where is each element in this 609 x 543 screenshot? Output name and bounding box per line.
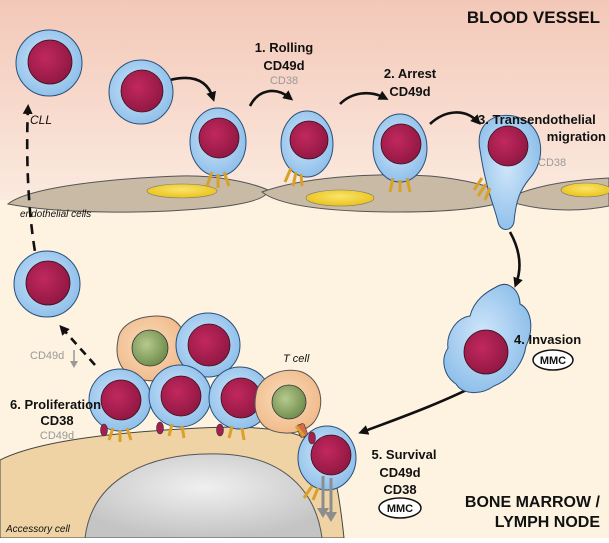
- step-1-molecule: CD49d: [263, 58, 304, 73]
- integrin-receptor: [283, 167, 304, 187]
- cll-cell: [15, 29, 83, 97]
- t-cell: [254, 369, 322, 438]
- label-accessory-cell: Accessory cell: [5, 524, 71, 535]
- accessory-cell-nucleus: [84, 453, 323, 539]
- endothelial-nucleus: [146, 183, 218, 199]
- cll-cell: [108, 59, 174, 125]
- step-3-secondary: CD38: [538, 157, 566, 169]
- step-4-mmc-badge: MMC: [532, 349, 574, 371]
- arrow-rolling-2: [248, 89, 294, 107]
- step-2-title: 2. Arrest: [384, 66, 437, 81]
- integrin-receptor: [472, 177, 492, 201]
- integrin-receptor: [294, 425, 306, 437]
- integrin-receptor: [107, 427, 133, 442]
- cll-cell-proliferating: [88, 368, 152, 442]
- cll-cell-invading: [443, 284, 532, 393]
- cll-cell-proliferating: [148, 364, 212, 439]
- cd38-molecule: [156, 421, 164, 435]
- arrow-invasion: [508, 231, 523, 288]
- cll-cell-rolling: [189, 107, 247, 188]
- step-3-title: 3. Transendothelial: [478, 112, 596, 127]
- mmc-arrows: [317, 476, 337, 522]
- cd38-molecule: [216, 423, 224, 437]
- step-6-secondary: CD49d: [40, 430, 74, 442]
- step-5-molecule-1: CD49d: [379, 465, 420, 480]
- region-label-lymph-node: LYMPH NODE: [495, 514, 601, 531]
- cll-cell-proliferating: [175, 312, 241, 378]
- step-6-molecule: CD38: [40, 413, 73, 428]
- cll-cell-exiting: [13, 250, 81, 318]
- step-4-title: 4. Invasion: [514, 332, 581, 347]
- label-cll: CLL: [30, 113, 52, 127]
- label-t-cell: T cell: [283, 353, 310, 365]
- cd38-molecule: [100, 423, 108, 437]
- endothelial-nucleus: [560, 182, 609, 198]
- cd31-ligand: [296, 423, 308, 438]
- cll-cell-arrest: [372, 113, 428, 193]
- cll-cell-transmigrating: [472, 114, 542, 230]
- arrow-rolling-1: [169, 76, 216, 102]
- label-endothelial-cells: endothelial cells: [20, 209, 91, 220]
- cll-cell-rolling: [280, 110, 334, 187]
- cll-cell-proliferating: [208, 366, 272, 441]
- region-label-blood-vessel: BLOOD VESSEL: [467, 8, 600, 27]
- step-5-mmc-badge: MMC: [378, 497, 422, 519]
- integrin-receptor: [167, 423, 186, 439]
- step-5-badge-text: MMC: [387, 503, 413, 515]
- step-3-title-line2: migration: [547, 129, 606, 144]
- step-4-badge-text: MMC: [540, 355, 566, 367]
- accessory-cell: [0, 426, 345, 539]
- step-5-molecule-2: CD38: [383, 482, 416, 497]
- endothelial-nucleus: [305, 189, 375, 207]
- cd38-molecule: [308, 431, 316, 445]
- integrin-receptor: [205, 171, 231, 188]
- arrow-arrest: [339, 90, 389, 105]
- step-1-secondary: CD38: [270, 75, 298, 87]
- step-5-title: 5. Survival: [371, 447, 436, 462]
- arrow-transmigration: [429, 111, 481, 125]
- down-arrow-icon: [70, 350, 78, 368]
- label-cd49d-down: CD49d: [30, 350, 64, 362]
- step-6-title: 6. Proliferation: [10, 397, 101, 412]
- endothelial-layer: [6, 174, 609, 213]
- step-2-molecule: CD49d: [389, 84, 430, 99]
- region-label-bone-marrow: BONE MARROW /: [465, 494, 601, 511]
- integrin-receptor: [227, 425, 246, 441]
- integrin-receptor: [388, 177, 412, 193]
- step-1-title: 1. Rolling: [255, 40, 314, 55]
- cll-cell-survival: [294, 425, 357, 501]
- integrin-receptor: [302, 485, 320, 501]
